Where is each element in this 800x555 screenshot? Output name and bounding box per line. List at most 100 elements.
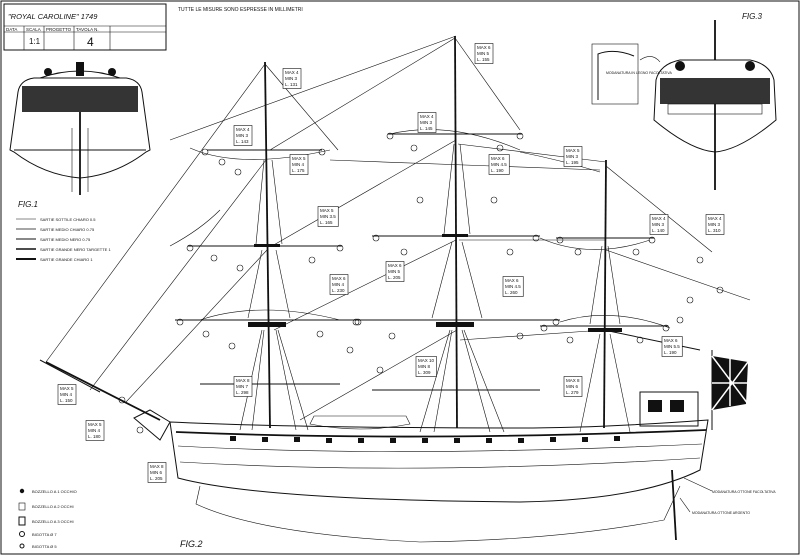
svg-text:MAX 4: MAX 4 — [285, 70, 299, 75]
dimension-box-frame — [329, 274, 349, 295]
dimension-box-frame — [57, 384, 77, 405]
block-legend-1: BOZZELLO A 2 OCCHI — [32, 504, 74, 509]
svg-text:L. 230: L. 230 — [332, 288, 345, 293]
dimension-box-frame — [289, 154, 309, 175]
svg-text:MIN 3: MIN 3 — [236, 133, 248, 138]
svg-text:MAX 6: MAX 6 — [477, 45, 491, 50]
fig1-label: FIG.1 — [18, 200, 38, 209]
rope-legend-0: SARTIE SOTTILE CHIARO 0.5 — [40, 217, 96, 222]
header-tavola: TAVOLA N. — [76, 27, 99, 32]
svg-text:MIN 7: MIN 7 — [236, 384, 248, 389]
svg-text:MAX 8: MAX 8 — [150, 464, 164, 469]
svg-text:MAX 8: MAX 8 — [236, 378, 250, 383]
rope-legend-2: SARTIE MEDIO NERO 0.75 — [40, 237, 91, 242]
scale-value: 1:1 — [29, 37, 41, 46]
dimension-box-frame — [415, 356, 437, 377]
svg-text:L. 190: L. 190 — [664, 350, 677, 355]
svg-text:MIN 4.5: MIN 4.5 — [505, 284, 521, 289]
svg-text:MIN 4.5: MIN 4.5 — [491, 162, 507, 167]
svg-text:MAX 6: MAX 6 — [505, 278, 519, 283]
svg-text:L. 205: L. 205 — [150, 476, 163, 481]
svg-text:MIN 6: MIN 6 — [150, 470, 162, 475]
rope-legend-1: SARTIE MEDIO CHIARO 0.75 — [40, 227, 95, 232]
fig3-callout: MODANATURA IN LEGNO FACOLTATIVA — [606, 71, 672, 75]
sheet-number: 4 — [87, 35, 94, 49]
header-data: DATA — [6, 27, 17, 32]
svg-text:MIN 4: MIN 4 — [88, 428, 100, 433]
dimension-box-frame — [233, 125, 253, 146]
svg-text:L. 145: L. 145 — [420, 126, 433, 131]
svg-text:MIN 5.5: MIN 5.5 — [664, 344, 680, 349]
fig1-stern-view — [9, 62, 151, 195]
bottom-callout-0: MODANATURA OTTONE FACOLTATIVA — [712, 490, 776, 494]
svg-text:L. 131: L. 131 — [285, 82, 298, 87]
block-legend-3: BIGOTTA Ø 7 — [32, 532, 57, 537]
header-scala: SCALA — [26, 27, 41, 32]
svg-text:MAX 5: MAX 5 — [320, 208, 334, 213]
dimension-box-frame — [385, 261, 405, 282]
fig3-detail: MODANATURA IN LEGNO FACOLTATIVA — [591, 20, 777, 190]
dimension-box-frame — [563, 146, 583, 167]
svg-text:L. 279: L. 279 — [566, 390, 579, 395]
svg-text:MAX 6: MAX 6 — [332, 276, 346, 281]
dimension-box-frame — [317, 206, 339, 227]
svg-text:MIN 3: MIN 3 — [285, 76, 297, 81]
svg-text:L. 310: L. 310 — [708, 228, 721, 233]
svg-text:MAX 5: MAX 5 — [88, 422, 102, 427]
svg-text:L. 205: L. 205 — [388, 275, 401, 280]
svg-text:L. 195: L. 195 — [566, 160, 579, 165]
title-block: "ROYAL CAROLINE" 1749 DATA SCALA PROGETT… — [3, 3, 167, 51]
svg-text:L. 260: L. 260 — [505, 290, 518, 295]
svg-text:MIN 3: MIN 3 — [708, 222, 720, 227]
svg-text:MAX 6: MAX 6 — [491, 156, 505, 161]
svg-text:MIN 4: MIN 4 — [292, 162, 304, 167]
block-legend-4: BIGOTTA Ø 5 — [32, 544, 57, 549]
svg-text:L. 140: L. 140 — [652, 228, 665, 233]
dimension-box-frame — [705, 214, 725, 235]
dimension-box-frame — [233, 376, 253, 397]
svg-text:MAX 6: MAX 6 — [664, 338, 678, 343]
dimension-box-frame — [488, 154, 510, 175]
fig3-label: FIG.3 — [742, 12, 763, 21]
dimension-box-frame — [282, 68, 302, 89]
svg-text:MAX 4: MAX 4 — [420, 114, 434, 119]
svg-text:L. 180: L. 180 — [88, 434, 101, 439]
block-legend-0: BOZZELLO A 1 OCCHIO — [32, 489, 77, 494]
svg-text:MIN 5: MIN 5 — [388, 269, 400, 274]
dimension-box-frame — [649, 214, 669, 235]
svg-text:L. 155: L. 155 — [477, 57, 490, 62]
svg-text:L. 143: L. 143 — [236, 139, 249, 144]
svg-text:MAX 4: MAX 4 — [236, 127, 250, 132]
svg-text:MAX 4: MAX 4 — [708, 216, 722, 221]
svg-text:MIN 3: MIN 3 — [420, 120, 432, 125]
fig2-ship-profile — [39, 35, 751, 543]
rope-legend-4: SARTIE GRANDE CHIARO 1 — [40, 257, 93, 262]
dimension-box-frame — [474, 43, 494, 64]
svg-text:MIN 4: MIN 4 — [60, 392, 72, 397]
svg-text:MIN 6: MIN 6 — [566, 384, 578, 389]
svg-text:L. 298: L. 298 — [236, 390, 249, 395]
svg-text:L. 150: L. 150 — [60, 398, 73, 403]
bottom-callout-1: MODANATURA OTTONE ARGENTO — [692, 511, 750, 515]
svg-text:MAX 5: MAX 5 — [292, 156, 306, 161]
dimension-box-frame — [563, 376, 583, 397]
fig2-label: FIG.2 — [180, 539, 203, 549]
header-progetto: PROGETTO — [46, 27, 72, 32]
rope-legend-3: SARTIE GRANDE NERO TARGETTE 1 — [40, 247, 111, 252]
svg-text:MIN 3: MIN 3 — [652, 222, 664, 227]
dimension-box-frame — [417, 112, 437, 133]
